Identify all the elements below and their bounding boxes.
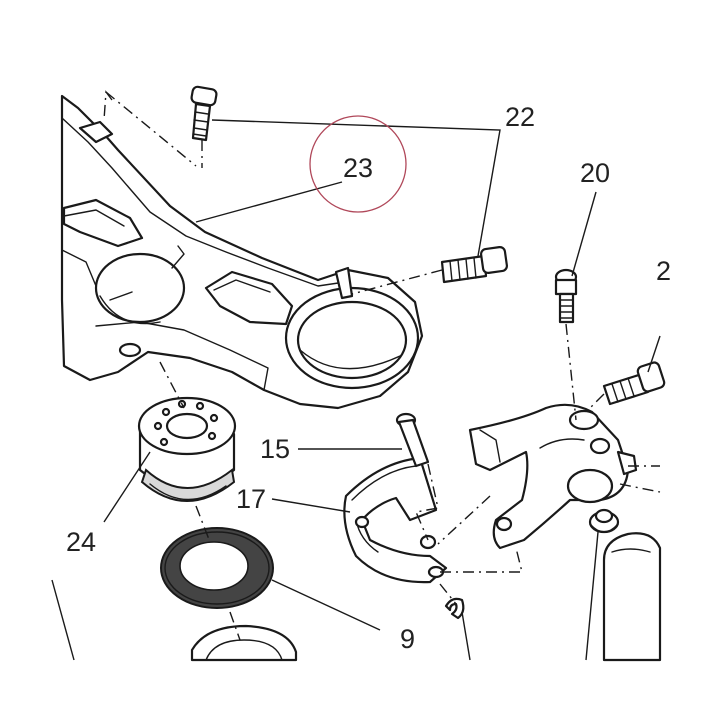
assembly-lines (103, 90, 661, 641)
washer-9 (160, 527, 274, 609)
callout-15: 15 (260, 434, 290, 464)
clamp-bracket-17 (343, 456, 448, 584)
grub-screw (588, 508, 620, 534)
bearing-race-bottom (190, 624, 298, 662)
bolt-22 (440, 245, 509, 284)
highlight-circle (309, 115, 407, 213)
bolt-top-left (190, 85, 218, 142)
callout-17: 17 (236, 484, 266, 514)
bolt-right-edge (602, 361, 666, 406)
callout-20: 20 (580, 158, 610, 188)
callout-24: 24 (66, 527, 96, 557)
handlebar-clamp (468, 403, 638, 550)
handlebar-tube (602, 532, 662, 662)
callout-23: 23 (343, 153, 373, 183)
bolt-20 (554, 268, 578, 324)
callout-22: 22 (505, 102, 535, 132)
callout-9: 9 (400, 624, 415, 654)
leader-lines (51, 119, 661, 661)
callout-edge: 2 (656, 256, 671, 286)
steering-nut-24 (137, 396, 237, 502)
top-yoke (60, 94, 424, 410)
circlip (444, 597, 465, 620)
pin-15 (395, 412, 430, 468)
